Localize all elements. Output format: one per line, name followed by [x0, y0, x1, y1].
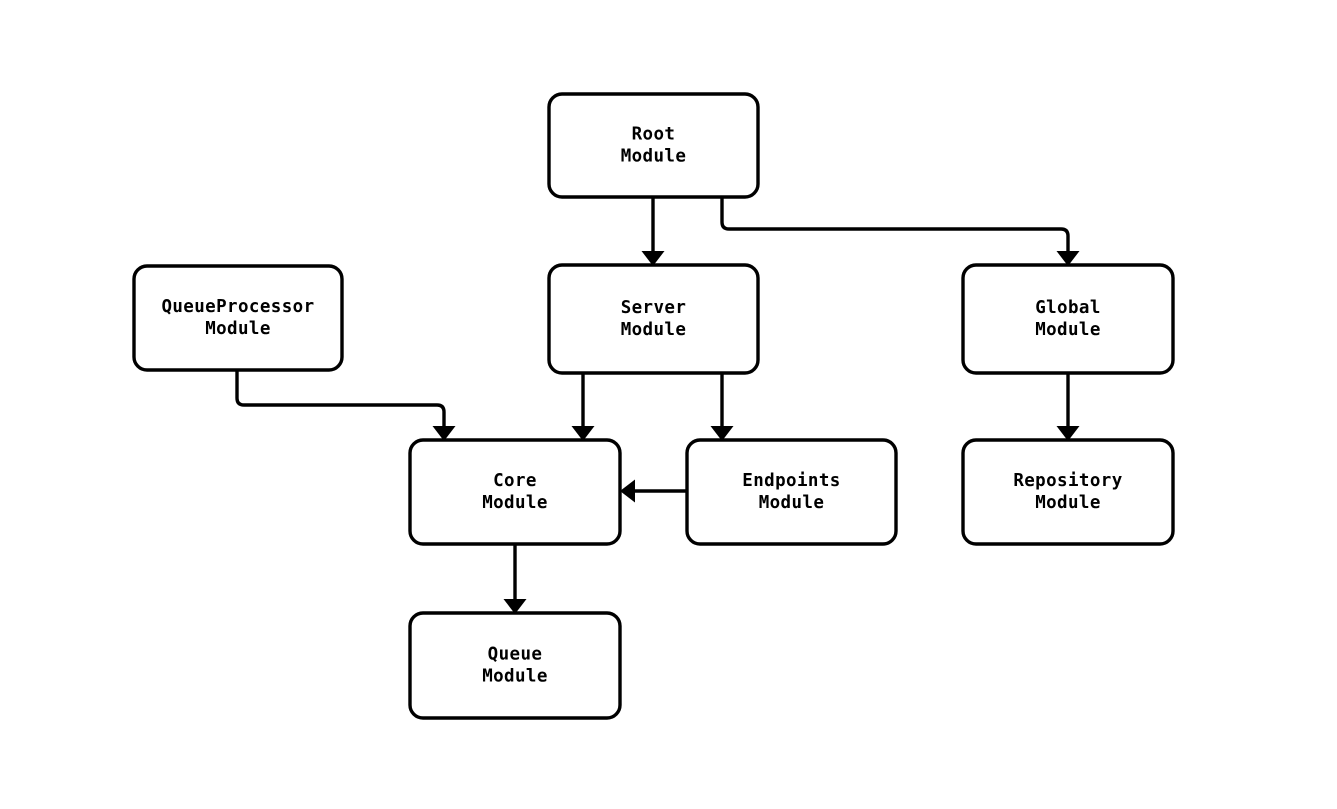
node-root-box	[547, 92, 760, 199]
nodes-layer: RootModuleQueueProcessorModuleServerModu…	[132, 92, 1175, 720]
node-queueprocessor-label-line2: Module	[205, 319, 271, 339]
arrow-root-to-global-icon	[1056, 251, 1080, 266]
edge-queueprocessor-to-core	[235, 370, 446, 431]
edges-layer	[235, 197, 1070, 604]
node-core-box	[408, 438, 622, 546]
node-queueprocessor-box	[132, 264, 344, 372]
node-server-label-line2: Module	[621, 320, 687, 340]
node-root-label-line1: Root	[632, 125, 676, 145]
node-endpoints-box	[685, 438, 898, 546]
node-core-label-line2: Module	[482, 493, 548, 513]
node-server-box	[547, 263, 760, 375]
arrow-server-to-core-icon	[571, 426, 595, 441]
node-queue-box	[408, 611, 622, 720]
node-global-label-line1: Global	[1035, 298, 1101, 318]
node-endpoints-label-line2: Module	[759, 493, 825, 513]
node-queueprocessor-label-line1: QueueProcessor	[161, 297, 314, 317]
edge-root-to-global	[720, 197, 1070, 256]
node-core-label-line1: Core	[493, 471, 537, 491]
arrow-server-to-endpoints-icon	[710, 426, 734, 441]
arrow-global-to-repository-icon	[1056, 426, 1080, 441]
node-repository-label-line2: Module	[1035, 493, 1101, 513]
node-queue-label-line2: Module	[482, 667, 548, 687]
arrow-core-to-queue-icon	[503, 599, 527, 614]
node-repository-box	[961, 438, 1175, 546]
arrowheads-layer	[432, 251, 1080, 614]
node-endpoints-label-line1: Endpoints	[742, 471, 840, 491]
arrow-root-to-server-icon	[641, 251, 665, 266]
node-global-box	[961, 263, 1175, 375]
node-queue-label-line1: Queue	[488, 645, 543, 665]
node-repository-label-line1: Repository	[1013, 471, 1122, 491]
node-server-label-line1: Server	[621, 298, 687, 318]
arrow-endpoints-to-core-icon	[620, 479, 635, 503]
arrow-queueprocessor-to-core-icon	[432, 426, 456, 441]
node-root-label-line2: Module	[621, 147, 687, 167]
node-global-label-line2: Module	[1035, 320, 1101, 340]
